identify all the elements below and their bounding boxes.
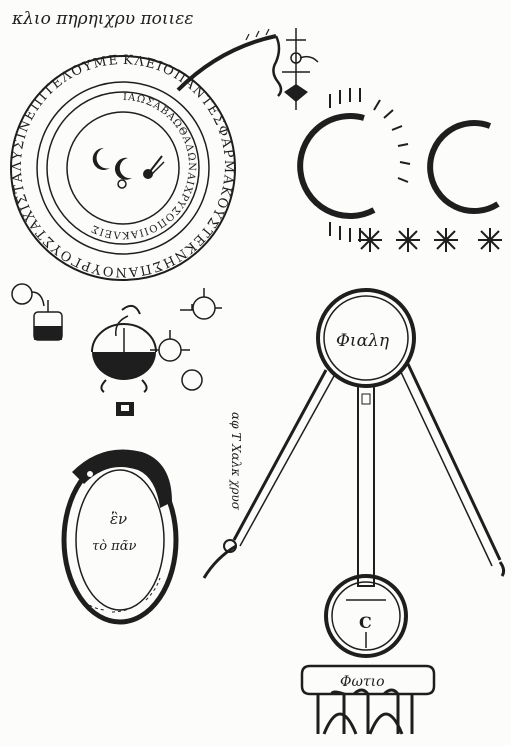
stand-label: Φωτιο (340, 674, 385, 690)
alchemical-sign-cluster (282, 28, 318, 110)
ring-seal: ΚΛΕΙΟΠΑΝΤΕΣΦΑΡΜΑΚΟΥΣΤΕΚΝΗΣΠΑΝΟΥΡΓΟΥΣΤΑΧΙ… (0, 0, 236, 280)
small-circles-right (150, 288, 222, 390)
side-note: αφ Τ Χαλκ χρυσ (229, 412, 243, 511)
crescent-moon-icon-2 (115, 158, 132, 180)
distillation-apparatus: Φιαλη C Φωτιο (204, 290, 504, 734)
crescent-rayed-left (300, 88, 410, 242)
small-apparatus-center (92, 306, 156, 416)
vessel-label-top: Φιαλη (336, 331, 390, 351)
serpent-text-2: τὸ πᾶν (92, 539, 136, 554)
star-row (358, 228, 502, 252)
crescent-moon-icon (93, 148, 110, 170)
vessel-letter-bottom: C (359, 613, 372, 632)
comet-icon (143, 156, 164, 179)
small-apparatus-left (12, 284, 62, 340)
svg-text:αφ Τ Χαλκ χρυσ: αφ Τ Χαλκ χρυσ (229, 412, 243, 511)
serpent-text-1: ἓν (110, 510, 127, 528)
top-script-line: κλιο πηρηιχρυ ποιιεε (11, 9, 193, 29)
crescent-right (430, 123, 498, 211)
ouroboros-serpent: ἓν τὸ πᾶν (64, 450, 176, 623)
